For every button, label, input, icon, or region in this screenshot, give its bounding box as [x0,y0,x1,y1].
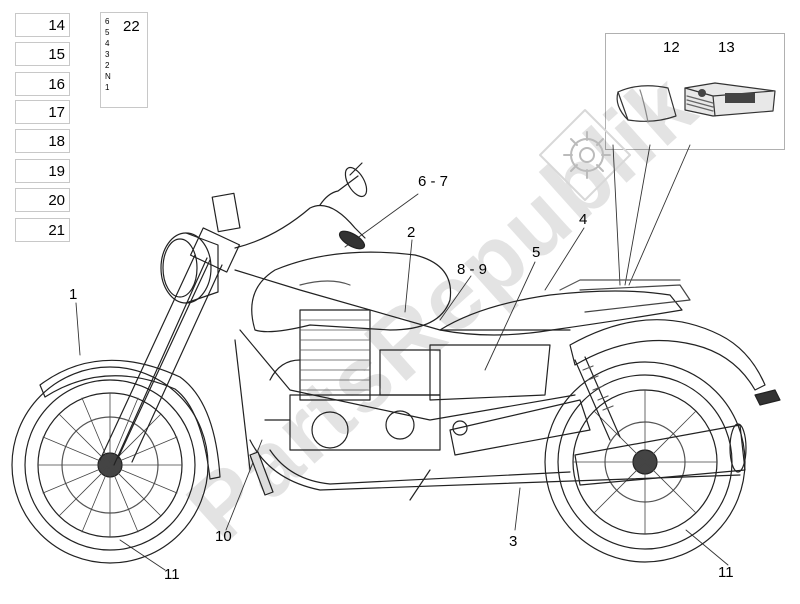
gear-label: 2 [105,61,110,70]
callout-5: 5 [532,244,541,261]
callout-3: 3 [509,533,518,550]
part-number-13: 13 [718,39,735,56]
callout-10: 10 [215,528,232,545]
manual-book-icon [684,82,776,117]
manual-kit-frame [605,33,785,150]
callout-2: 2 [407,224,416,241]
gear-indicator-sticker[interactable]: 6 5 4 3 2 N 1 22 [100,12,148,108]
exhaust [249,423,747,491]
gear-label: N [105,72,111,81]
sticker-box-15[interactable]: 15 [15,42,70,66]
callout-11-rear: 11 [718,564,734,581]
sticker-box-21[interactable]: 21 [15,218,70,242]
gear-logo-icon [539,109,631,201]
callout-11-front: 11 [164,566,180,583]
front-wheel [11,366,209,564]
engine [264,309,441,451]
gear-label: 3 [105,50,110,59]
footpeg [249,451,274,496]
sticker-box-19[interactable]: 19 [15,159,70,183]
leader-lines [75,144,729,571]
gear-label: 6 [105,17,110,26]
front-fender [39,359,221,480]
rear-fender [569,319,766,391]
rear-shock [574,356,621,441]
side-cover [429,344,551,401]
headlight [160,232,219,304]
manual-pouch-icon [616,85,677,123]
callout-8-9: 8 - 9 [457,261,488,278]
front-fork [99,227,241,466]
sticker-box-20[interactable]: 20 [15,188,70,212]
shaft-drive [449,399,591,456]
callout-1: 1 [69,286,78,303]
gear-label: 1 [105,83,110,92]
callout-4: 4 [579,211,588,228]
callout-6-7: 6 - 7 [418,173,449,190]
kickstand [409,469,431,501]
luggage-rack [579,284,691,313]
gear-label: 4 [105,39,110,48]
part-number-22: 22 [123,18,140,35]
sticker-box-18[interactable]: 18 [15,129,70,153]
sticker-box-17[interactable]: 17 [15,100,70,124]
sticker-box-16[interactable]: 16 [15,72,70,96]
gear-label: 5 [105,28,110,37]
seat [439,290,683,336]
part-number-12: 12 [663,39,680,56]
sticker-box-14[interactable]: 14 [15,13,70,37]
rear-wheel [544,361,746,563]
fuel-tank [251,251,452,333]
handlebar [211,162,368,250]
